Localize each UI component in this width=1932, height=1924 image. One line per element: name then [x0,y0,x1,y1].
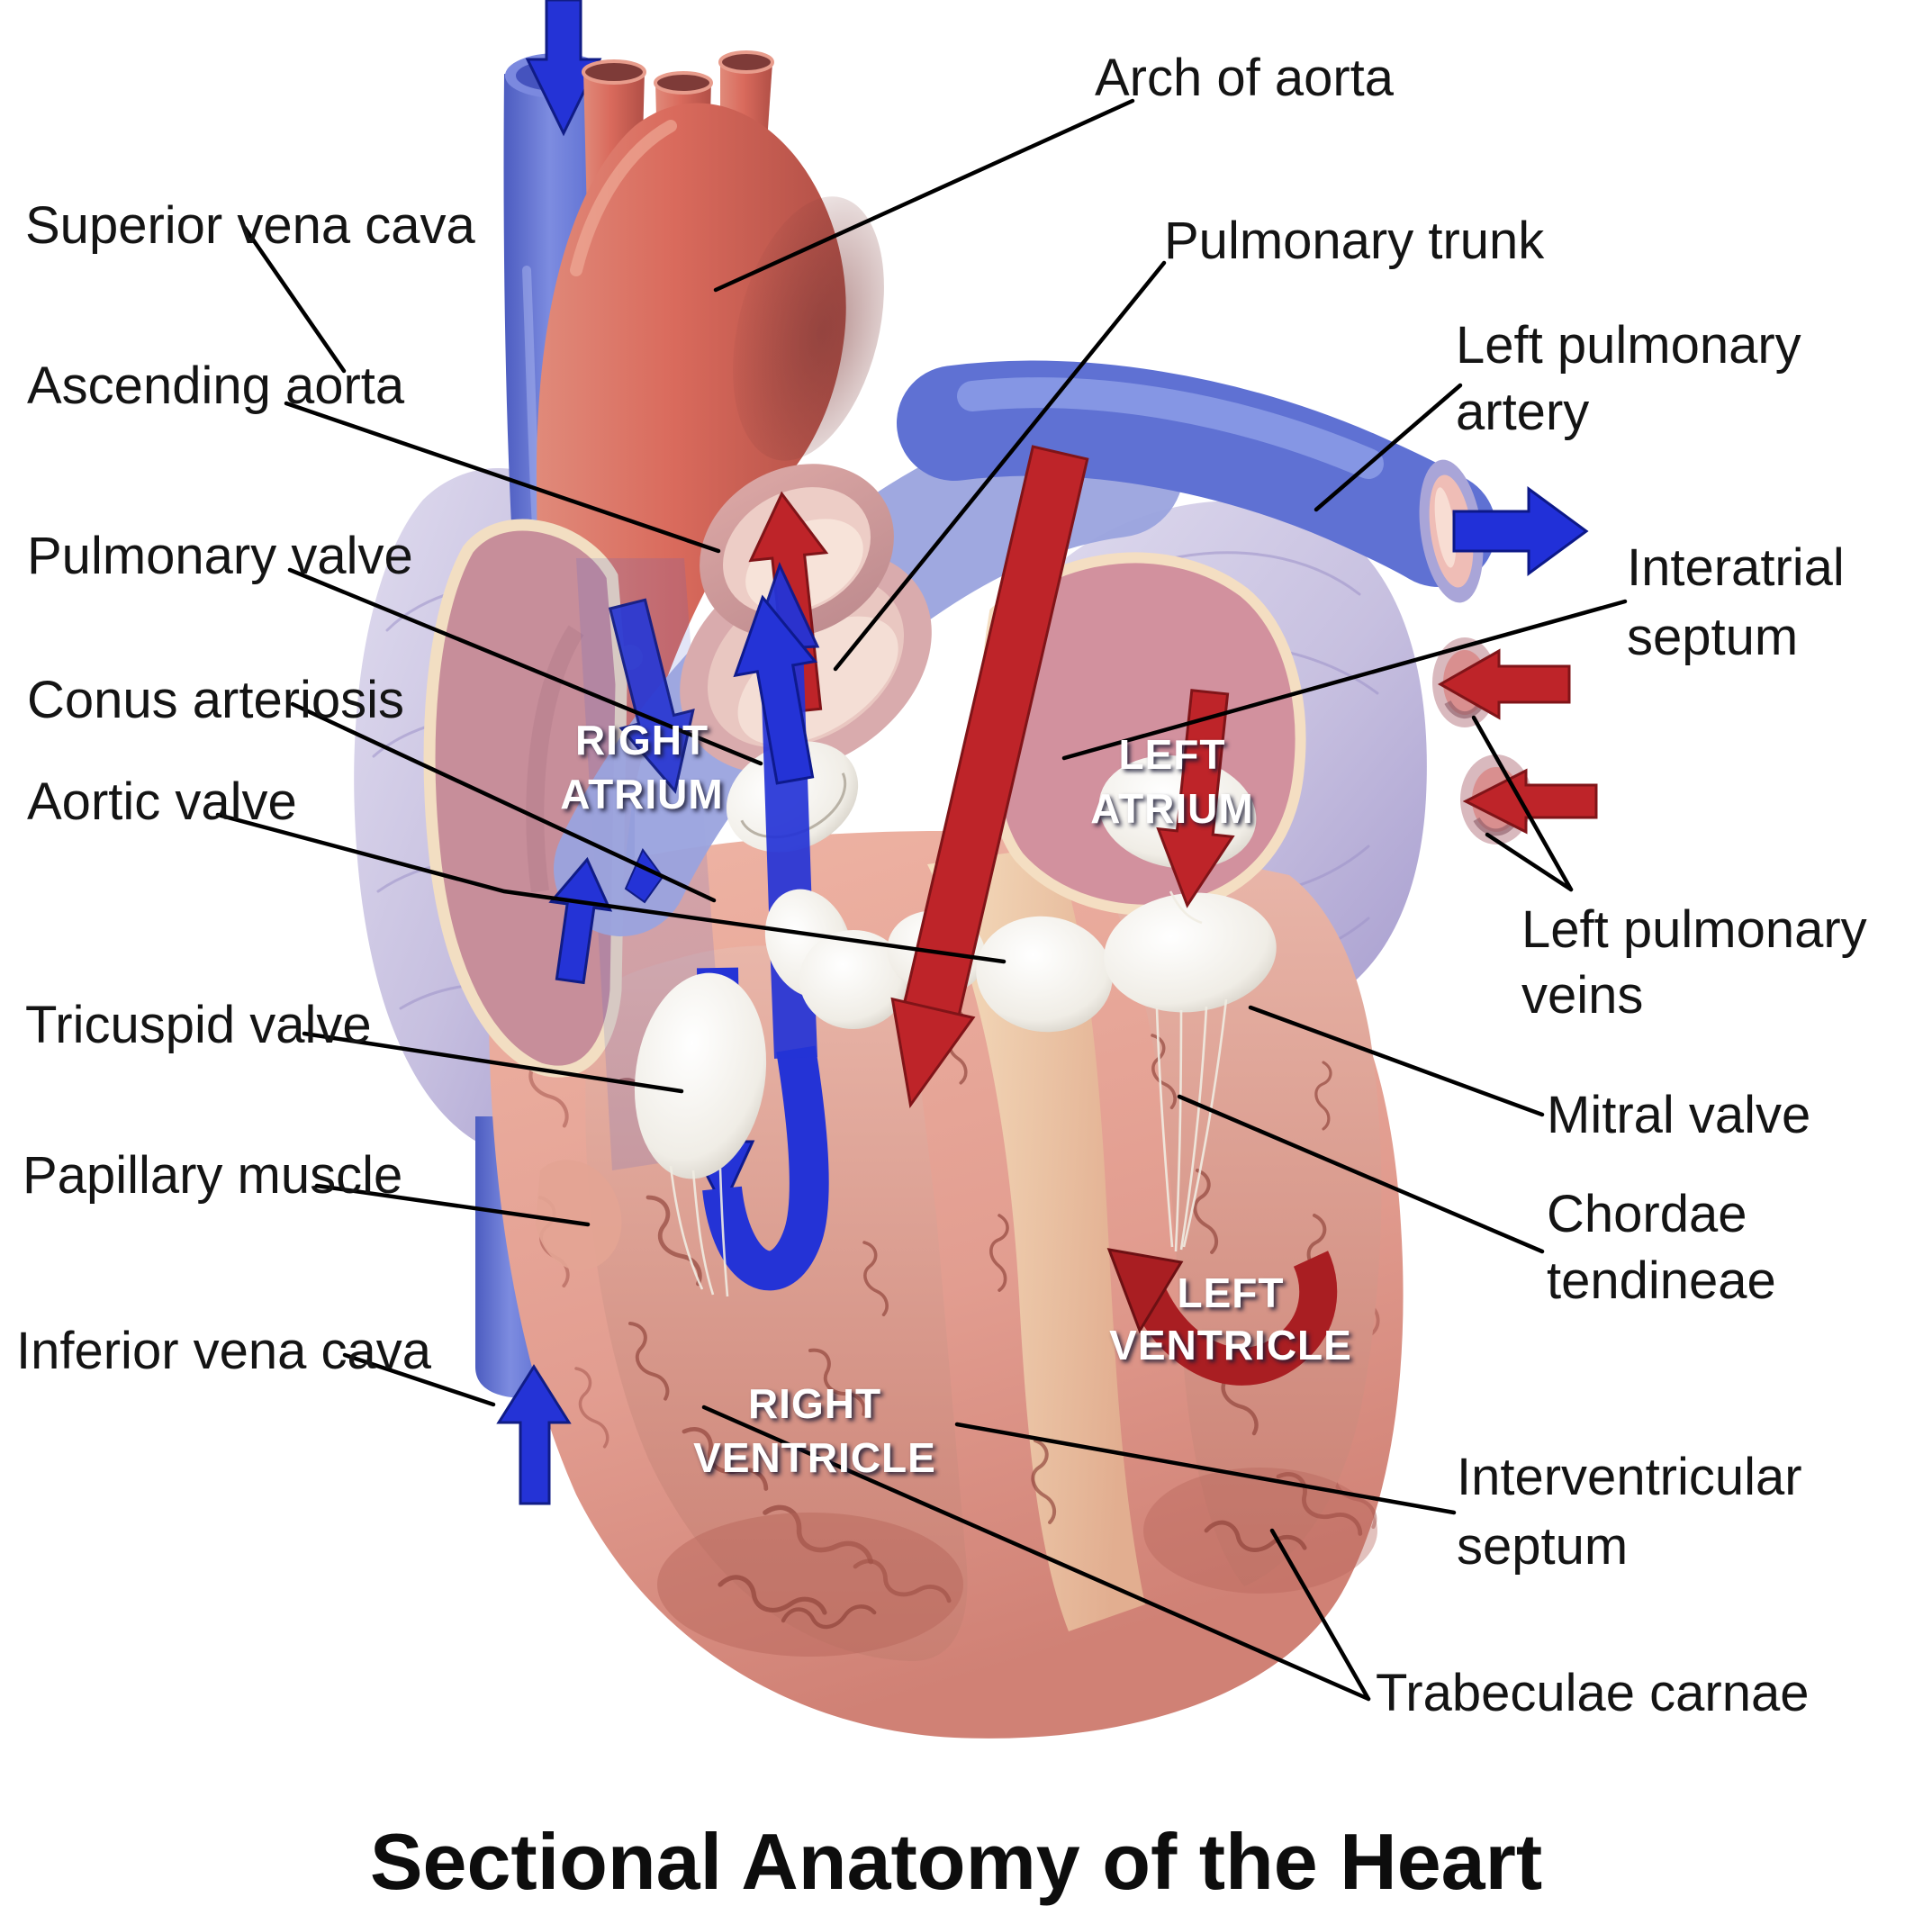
svg-text:Chordae: Chordae [1547,1185,1747,1243]
svg-text:septum: septum [1457,1517,1628,1576]
svg-text:LEFT: LEFT [1178,1269,1285,1316]
svg-text:ATRIUM: ATRIUM [1090,785,1253,832]
leader-arch-of-aorta [713,98,1135,293]
svg-text:Left pulmonary: Left pulmonary [1521,900,1867,959]
svg-text:ATRIUM: ATRIUM [560,771,723,817]
leader-left-pulmonary-artery [1314,383,1463,512]
pulmonary-vein-arrow-upper [1437,648,1571,720]
leader-trabeculae-2 [701,1405,1371,1702]
ra-appendage-arrow [548,856,613,985]
label-left-ventricle: LEFT VENTRICLE [1109,1269,1352,1368]
svg-text:artery: artery [1456,383,1589,441]
leader-chordae-tendineae [1177,1094,1545,1254]
label-pulmonary-valve: Pulmonary valve [27,527,413,585]
label-aortic-valve: Aortic valve [27,772,297,831]
tricuspid-valve-shape [634,889,853,1297]
leader-superior-vena-cava [242,225,347,374]
leader-interventricular-septum [954,1422,1457,1515]
leader-inferior-vena-cava [342,1352,496,1407]
leader-conus-arteriosis [290,701,717,903]
svg-text:Interatrial: Interatrial [1627,538,1845,597]
label-right-atrium: RIGHT ATRIUM [560,717,723,817]
leader-pulmonary-valve [287,567,763,766]
label-superior-vena-cava: Superior vena cava [25,196,475,255]
leader-aortic-valve [215,812,1007,964]
label-right-ventricle: RIGHT VENTRICLE [693,1380,936,1481]
svg-text:Left pulmonary: Left pulmonary [1456,316,1801,375]
pulmonary-vein-arrow-lower [1462,768,1598,835]
left-pulmonary-artery-vessel [897,360,1496,603]
left-ventricle-cavity [1116,855,1382,1594]
leader-tricuspid-valve [302,1031,684,1094]
svg-text:Interventricular: Interventricular [1457,1448,1802,1506]
svg-text:RIGHT: RIGHT [748,1380,881,1427]
leader-lines [215,98,1628,1702]
leader-interatrial-septum [1061,599,1628,761]
interventricular-septum-shape [927,846,1145,1631]
label-mitral-valve: Mitral valve [1547,1086,1810,1144]
label-left-pulmonary-veins: Left pulmonary veins [1521,900,1867,1025]
pulmonary-outflow-arrow [733,594,818,785]
label-arch-of-aorta: Arch of aorta [1095,49,1395,107]
leader-mitral-valve [1248,1005,1545,1117]
label-pulmonary-trunk: Pulmonary trunk [1164,212,1545,270]
la-inflow-arrow [1156,689,1235,908]
label-papillary-muscle: Papillary muscle [23,1146,402,1205]
leader-pulmonary-trunk [833,260,1167,672]
svg-text:septum: septum [1627,608,1798,666]
leader-left-pulmonary-vein-1 [1471,715,1574,892]
label-tricuspid-valve: Tricuspid valve [25,996,372,1054]
label-conus-arteriosis: Conus arteriosis [27,671,404,729]
svg-text:LEFT: LEFT [1119,731,1226,778]
papillary-muscle-shape [536,1160,622,1271]
leader-ascending-aorta [284,401,721,554]
la-to-lv-flow-arrow [890,445,1089,1109]
labels: Superior vena cava Ascending aorta Pulmo… [16,49,1867,1722]
label-left-atrium: LEFT ATRIUM [1090,731,1253,832]
chamber-labels: RIGHT ATRIUM LEFT ATRIUM RIGHT VENTRICLE… [560,717,1352,1481]
leader-papillary-muscle [314,1183,591,1227]
label-ascending-aorta: Ascending aorta [27,357,405,415]
label-left-pulmonary-artery: Left pulmonary artery [1456,316,1801,441]
page-title: Sectional Anatomy of the Heart [370,1817,1542,1906]
ivc-inflow-arrow [496,1364,572,1505]
svg-text:tendineae: tendineae [1547,1251,1776,1310]
label-interatrial-septum: Interatrial septum [1627,538,1845,666]
label-chordae-tendineae: Chordae tendineae [1547,1185,1776,1310]
heart-illustration [354,0,1598,1739]
label-interventricular-septum: Interventricular septum [1457,1448,1802,1576]
svc-inflow-arrow [525,0,602,137]
leader-left-pulmonary-vein-2 [1485,832,1574,892]
leader-trabeculae-1 [1269,1528,1371,1702]
svg-text:RIGHT: RIGHT [575,717,709,763]
svg-text:VENTRICLE: VENTRICLE [1109,1322,1352,1368]
lpa-outflow-arrow [1452,486,1589,576]
svg-text:VENTRICLE: VENTRICLE [693,1434,936,1481]
ra-inflow-arrow [608,598,695,794]
label-trabeculae-carnae: Trabeculae carnae [1376,1664,1809,1722]
svg-text:veins: veins [1521,966,1643,1025]
lv-flow-arrow [1106,1248,1338,1386]
label-inferior-vena-cava: Inferior vena cava [16,1322,432,1380]
